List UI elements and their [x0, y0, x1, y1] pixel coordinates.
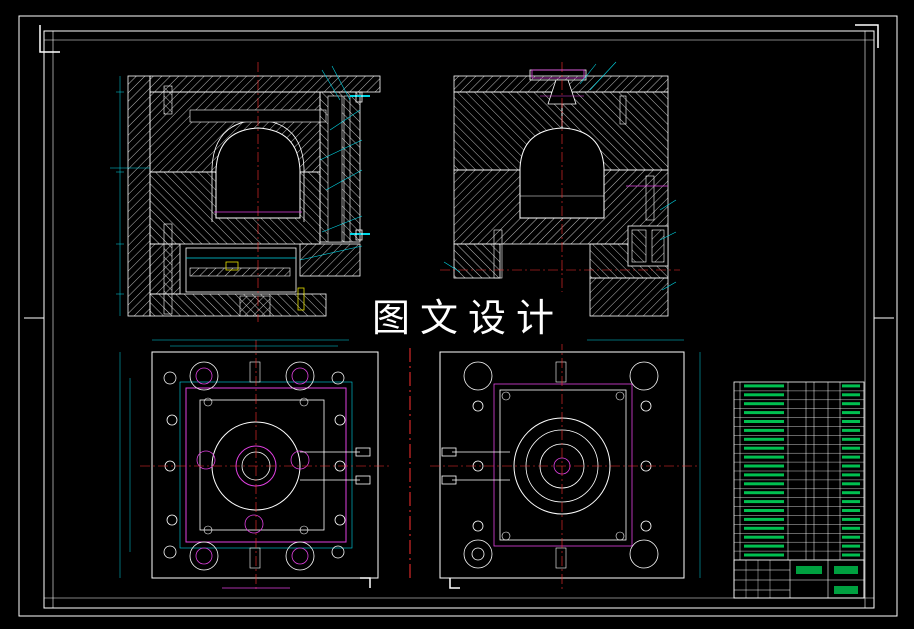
bom-row-note: [842, 455, 860, 459]
bom-row-note: [842, 500, 860, 504]
bom-row-note: [842, 446, 860, 450]
bom-row-note: [842, 473, 860, 477]
top-view-left: [119, 339, 390, 590]
bom-row-text: [744, 491, 784, 495]
bom-row-text: [744, 464, 784, 468]
bom-row-text: [744, 526, 784, 530]
bom-row-note: [842, 509, 860, 512]
bom-row-text: [744, 402, 784, 406]
bom-row-text: [744, 437, 784, 441]
bom-row-note: [842, 464, 860, 468]
bom-row-note: [842, 384, 860, 388]
bom-row-text: [744, 482, 784, 486]
front-section-right: [440, 61, 680, 322]
bom-row-text: [744, 393, 784, 397]
watermark-text: 图文设计: [349, 292, 587, 344]
bom-row-text: [744, 455, 784, 459]
bom-row-text: [744, 535, 784, 539]
bom-row-text: [744, 553, 784, 557]
bom-row-note: [842, 402, 860, 406]
bom-row-note: [842, 553, 860, 557]
bom-row-text: [744, 473, 784, 477]
bom-row-text: [744, 500, 784, 504]
title-block: [733, 381, 865, 599]
bom-row-note: [842, 526, 860, 530]
bom-row-note: [842, 535, 860, 539]
bom-row-text: [744, 517, 784, 521]
front-section-left: [110, 62, 381, 322]
bom-row-text: [744, 420, 784, 423]
top-view-right: [409, 339, 701, 590]
bom-row-note: [842, 544, 860, 548]
bom-row-note: [842, 482, 860, 486]
outer-frame: [18, 15, 898, 617]
bom-row-note: [842, 437, 860, 441]
bom-row-note: [842, 393, 860, 397]
bom-row-text: [744, 509, 784, 512]
bom-row-note: [842, 411, 860, 415]
bom-row-note: [842, 428, 860, 432]
bom-row-text: [744, 544, 784, 548]
bom-row-note: [842, 420, 860, 423]
bom-row-text: [744, 384, 784, 388]
bom-row-text: [744, 446, 784, 450]
bom-row-note: [842, 491, 860, 495]
bom-row-text: [744, 411, 784, 415]
bom-row-note: [842, 517, 860, 521]
inner-frame: [43, 30, 875, 609]
bom-row-text: [744, 428, 784, 432]
